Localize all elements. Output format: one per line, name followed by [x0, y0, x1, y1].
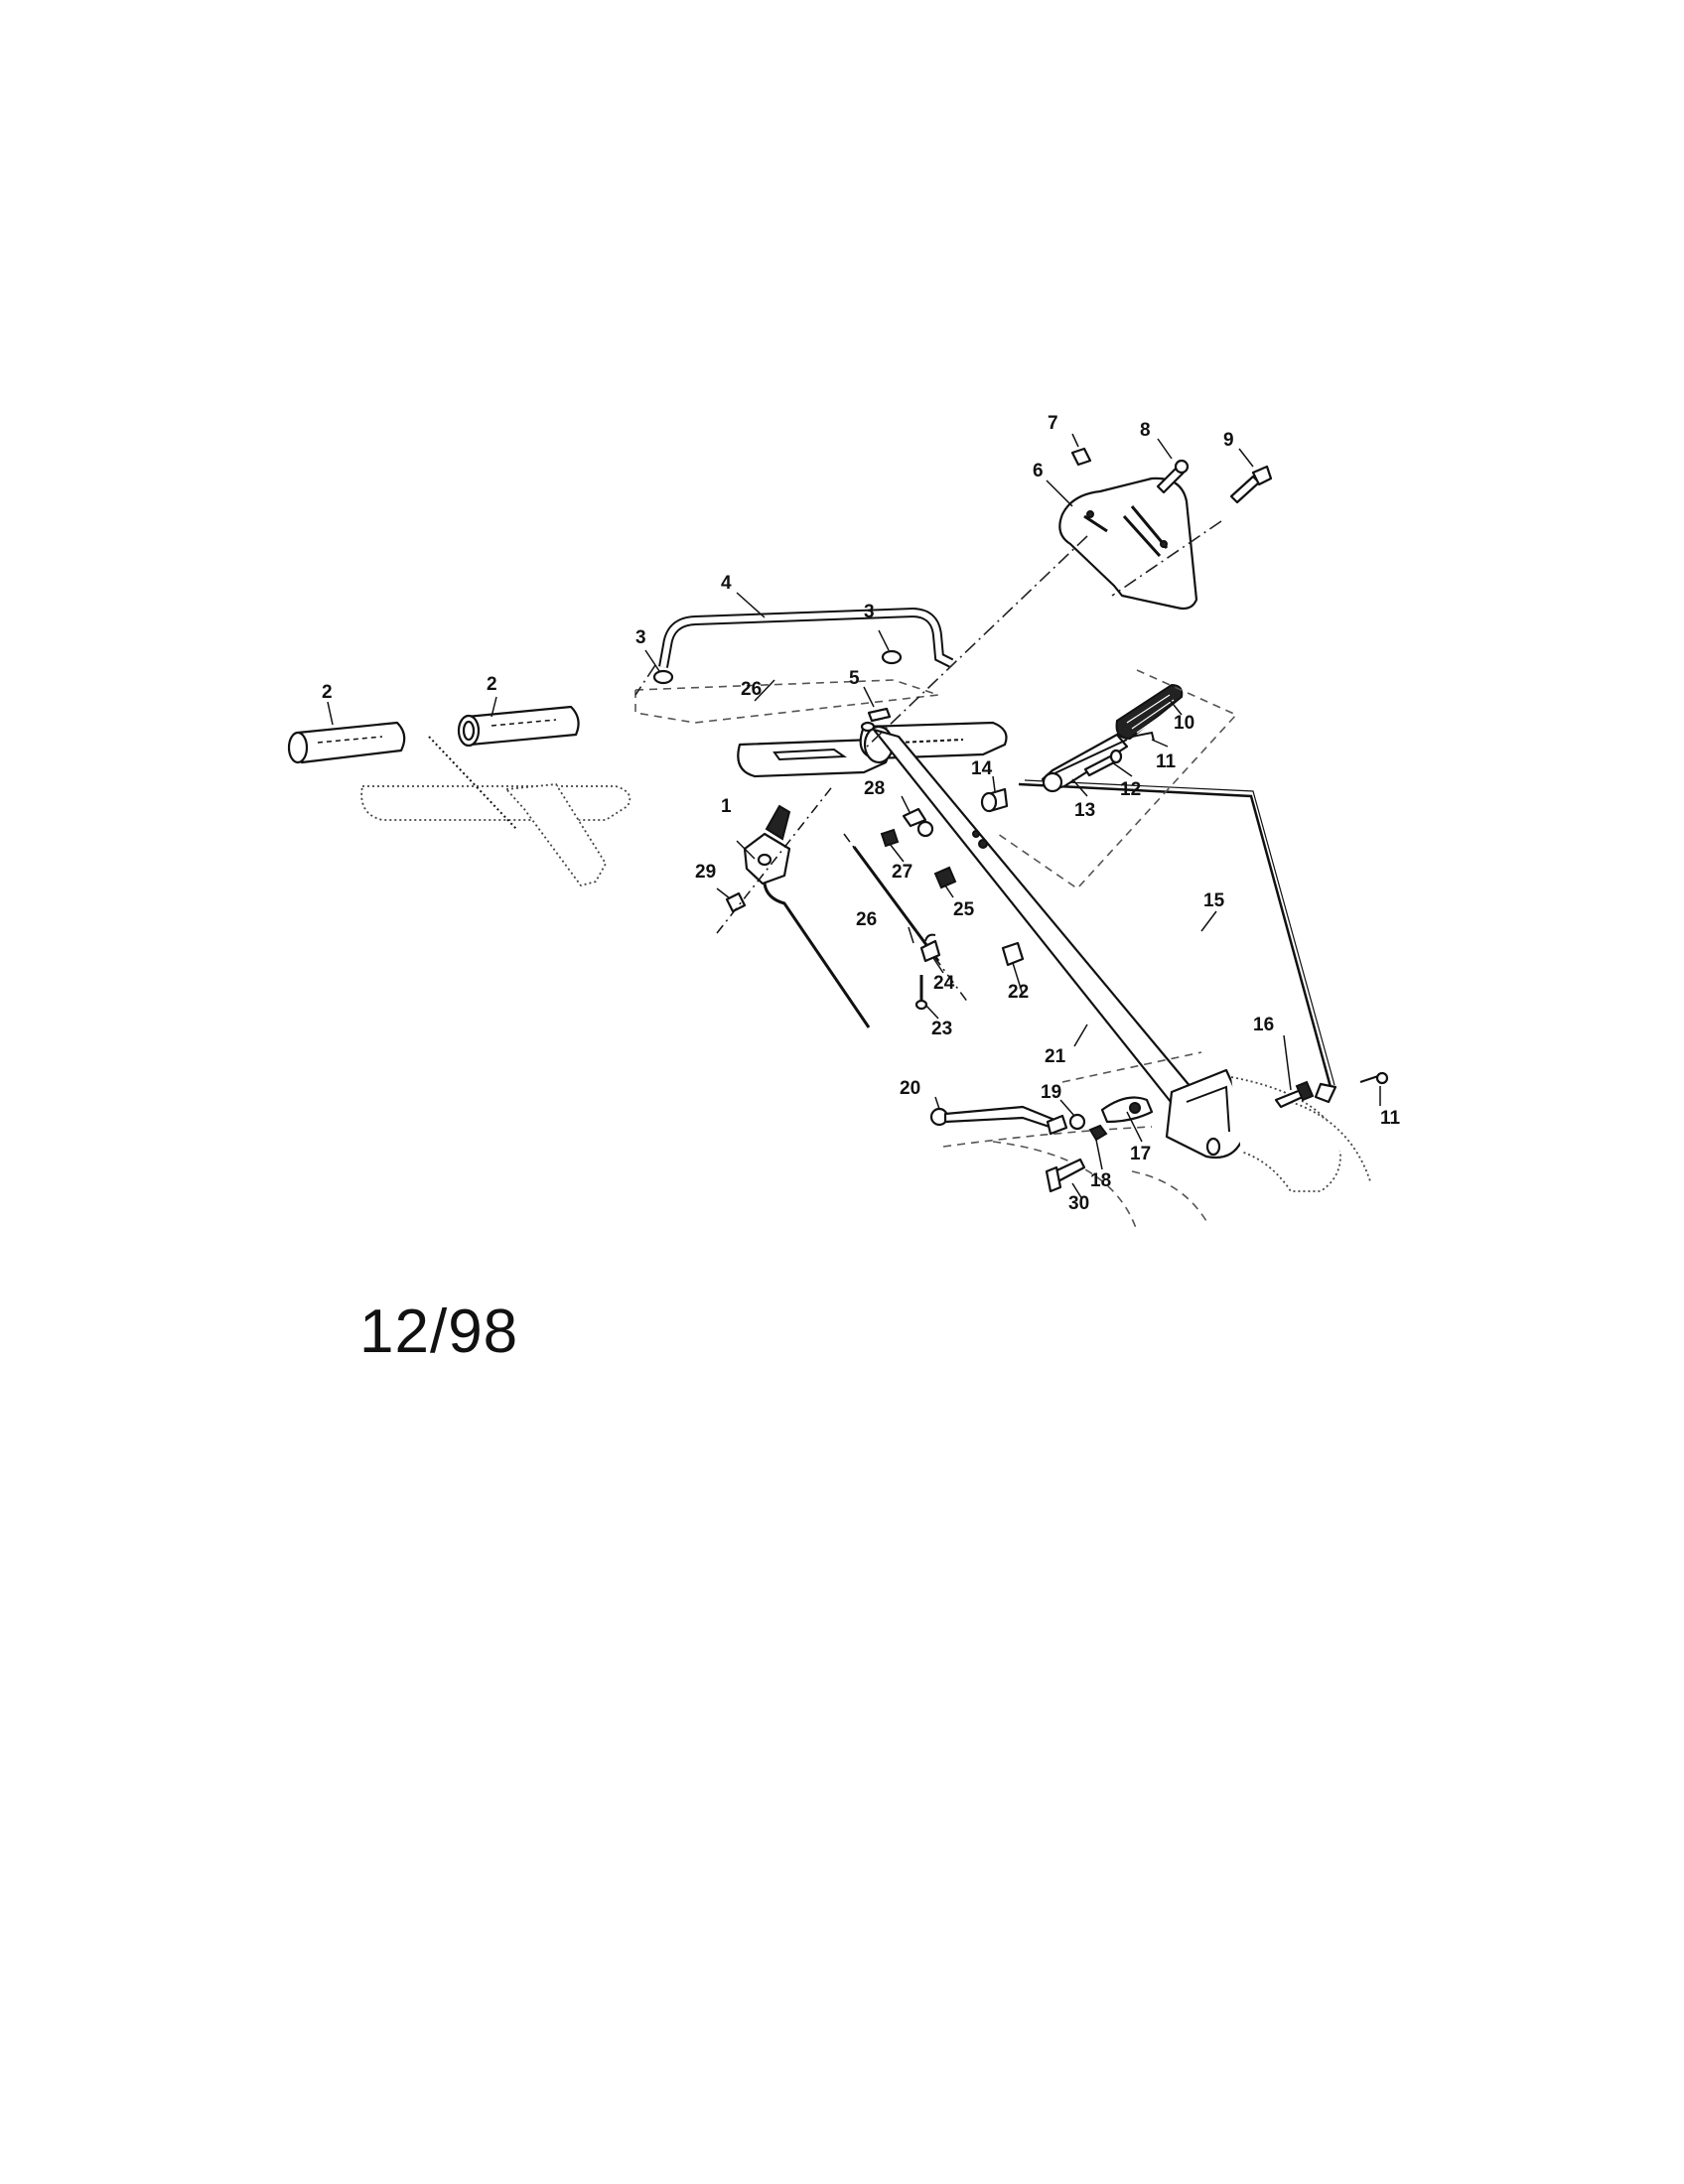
switch-bracket-1 [743, 804, 791, 886]
cotter-pin-11a [1131, 731, 1155, 742]
nut-27 [880, 828, 900, 848]
callout-7: 7 [1048, 413, 1058, 434]
callout-13: 13 [1074, 800, 1095, 821]
callout-5: 5 [849, 668, 860, 689]
screw-23 [914, 975, 928, 1011]
callout-2-right: 2 [487, 674, 497, 695]
lever-frame [997, 669, 1238, 890]
nut-18 [1088, 1124, 1108, 1142]
nut-7 [1070, 447, 1092, 467]
callout-12: 12 [1120, 779, 1141, 800]
leader-lines [327, 433, 1381, 1200]
callout-15: 15 [1203, 890, 1225, 911]
shift-lever [929, 1105, 1068, 1136]
callout-1: 1 [721, 796, 732, 817]
bolt-30 [1045, 1158, 1086, 1193]
callout-10: 10 [1174, 713, 1194, 734]
handle-plate-assembly [737, 721, 1008, 778]
callout-21: 21 [1045, 1046, 1066, 1067]
callout-labels: 1 2 2 3 3 4 5 6 7 8 9 10 11 11 12 13 14 … [322, 413, 1401, 1214]
cable-26 [843, 833, 969, 1004]
grip-left [287, 721, 406, 764]
handle-tube [872, 728, 1213, 1124]
callout-20: 20 [900, 1078, 920, 1099]
alignment-line-panel-2 [1111, 520, 1222, 597]
control-rod [1018, 779, 1337, 1104]
screw-9 [1229, 465, 1273, 504]
control-panel-6 [1058, 477, 1198, 611]
callout-17: 17 [1130, 1144, 1151, 1164]
ghost-handle-assembly [360, 736, 632, 887]
grip-right [457, 705, 580, 748]
washer-left [652, 669, 674, 685]
screw-8 [1156, 459, 1190, 494]
callout-2-left: 2 [322, 682, 333, 703]
clip-28 [902, 807, 934, 838]
callout-11-lower: 11 [1380, 1108, 1401, 1129]
callout-3-right: 3 [864, 602, 875, 622]
callout-3-left: 3 [635, 627, 646, 648]
washer-19 [1068, 1113, 1086, 1131]
callout-26-upper: 26 [741, 679, 762, 700]
bolt-12 [1083, 749, 1123, 777]
callout-27: 27 [892, 862, 912, 883]
spring-24 [919, 933, 941, 963]
cotter-pin-11b [1359, 1071, 1389, 1085]
date-code: 12/98 [359, 1297, 519, 1366]
callout-23: 23 [931, 1019, 952, 1039]
callout-14: 14 [971, 758, 993, 779]
callout-28: 28 [864, 778, 885, 799]
alignment-line-panel [863, 535, 1088, 751]
cable-left [763, 883, 871, 1028]
callout-16: 16 [1253, 1015, 1274, 1035]
ghost-wheel-arcs [942, 1051, 1207, 1232]
callout-24: 24 [933, 973, 955, 994]
latch-5 [867, 707, 892, 723]
callout-4: 4 [721, 573, 732, 594]
clip-22 [1001, 941, 1025, 967]
callout-18: 18 [1090, 1170, 1111, 1191]
callout-9: 9 [1223, 430, 1234, 451]
lever-grip-10 [1115, 683, 1184, 741]
spacer-14 [980, 787, 1009, 813]
callout-8: 8 [1140, 420, 1151, 441]
nut-25 [933, 866, 957, 889]
bail-handle [634, 607, 954, 724]
callout-11-upper: 11 [1156, 751, 1177, 772]
callout-22: 22 [1008, 982, 1029, 1003]
callout-26-lower: 26 [856, 909, 877, 930]
bolt-16 [1274, 1080, 1315, 1109]
washer-right [881, 649, 903, 665]
callout-6: 6 [1033, 461, 1044, 481]
shift-plate-17 [1100, 1096, 1154, 1124]
callout-30: 30 [1068, 1193, 1089, 1214]
callout-19: 19 [1041, 1082, 1061, 1103]
lower-bracket [1165, 1068, 1371, 1192]
callout-25: 25 [953, 899, 975, 920]
nut-29 [725, 891, 747, 913]
cable-left-centerline [716, 783, 835, 934]
clutch-lever [1041, 733, 1129, 793]
callout-29: 29 [695, 862, 716, 883]
